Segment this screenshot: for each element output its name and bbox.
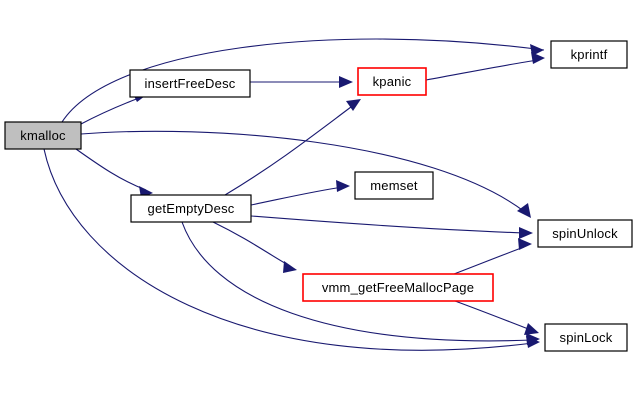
edge-line-kmalloc-to-getEmptyDesc	[75, 148, 147, 191]
node-label-kpanic: kpanic	[373, 74, 412, 89]
node-label-spinUnlock: spinUnlock	[552, 226, 618, 241]
node-box-kpanic[interactable]	[357, 67, 427, 96]
edge-vmmGetFreeMallocPage-spinUnlock	[453, 238, 532, 275]
edge-kpanic-kprintf	[425, 52, 545, 81]
edge-line-kpanic-to-kprintf	[425, 59, 539, 81]
edge-kmalloc-getEmptyDesc	[75, 148, 153, 198]
edge-line-getEmptyDesc-to-spinLock	[181, 221, 534, 342]
edge-line-vmm_getFreeMallocPage-to-spinUnlock	[453, 246, 525, 275]
edge-getEmptyDesc-kpanic	[224, 99, 361, 196]
node-spinLock[interactable]: spinLock	[544, 323, 628, 352]
node-label-memset: memset	[370, 178, 418, 193]
node-box-kmalloc[interactable]	[4, 121, 82, 150]
node-kprintf[interactable]: kprintf	[550, 40, 628, 69]
node-kmalloc[interactable]: kmalloc	[4, 121, 82, 150]
edge-getEmptyDesc-vmmGetFreeMallocPage	[212, 221, 297, 273]
node-box-spinLock[interactable]	[544, 323, 628, 352]
node-box-insertFreeDesc[interactable]	[129, 69, 251, 98]
edge-line-kmalloc-to-kprintf	[61, 38, 545, 123]
edge-insertFreeDesc-kpanic	[250, 76, 353, 88]
edge-line-getEmptyDesc-to-memset	[250, 186, 344, 206]
node-box-kprintf[interactable]	[550, 40, 628, 69]
node-getEmptyDesc[interactable]: getEmptyDesc	[130, 194, 252, 223]
edge-kmalloc-spinUnlock	[80, 130, 531, 218]
arrowhead-icon-getEmptyDesc-to-spinLock	[526, 333, 540, 345]
edge-getEmptyDesc-memset	[250, 180, 350, 206]
edge-vmmGetFreeMallocPage-spinLock	[454, 300, 539, 335]
node-label-kprintf: kprintf	[571, 47, 608, 62]
arrowhead-icon-getEmptyDesc-to-kpanic	[346, 99, 361, 111]
edge-line-getEmptyDesc-to-kpanic	[224, 103, 356, 196]
node-insertFreeDesc[interactable]: insertFreeDesc	[129, 69, 251, 98]
node-box-getEmptyDesc[interactable]	[130, 194, 252, 223]
node-label-spinLock: spinLock	[560, 330, 613, 345]
edge-line-kmalloc-to-insertFreeDesc	[80, 97, 140, 125]
edge-line-getEmptyDesc-to-vmm_getFreeMallocPage	[212, 221, 291, 267]
nodes-layer: kmalloc insertFreeDesc kpanic kprintf getEmp…	[4, 40, 633, 352]
node-box-memset[interactable]	[354, 171, 434, 200]
edge-getEmptyDesc-spinUnlock	[250, 215, 533, 239]
arrowhead-icon-insertFreeDesc-to-kpanic	[339, 76, 353, 88]
node-label-insertFreeDesc: insertFreeDesc	[145, 76, 236, 91]
node-label-getEmptyDesc: getEmptyDesc	[148, 201, 235, 216]
node-label-vmm_getFreeMallocPage: vmm_getFreeMallocPage	[322, 280, 474, 295]
arrowhead-icon-kmalloc-to-kprintf	[530, 44, 544, 56]
arrowhead-icon-getEmptyDesc-to-vmm_getFreeMallocPage	[283, 261, 297, 273]
node-box-vmm_getFreeMallocPage[interactable]	[302, 273, 494, 302]
edge-line-kmalloc-to-spinLock	[43, 148, 534, 351]
node-spinUnlock[interactable]: spinUnlock	[537, 219, 633, 248]
edge-line-getEmptyDesc-to-spinUnlock	[250, 215, 526, 234]
arrowhead-icon-kmalloc-to-spinUnlock	[517, 203, 531, 218]
node-vmm_getFreeMallocPage[interactable]: vmm_getFreeMallocPage	[302, 273, 494, 302]
node-box-spinUnlock[interactable]	[537, 219, 633, 248]
edges-layer	[43, 38, 545, 351]
edge-line-kmalloc-to-spinUnlock	[80, 130, 526, 213]
arrowhead-icon-vmm_getFreeMallocPage-to-spinLock	[524, 323, 539, 335]
arrowhead-icon-getEmptyDesc-to-memset	[336, 180, 350, 192]
arrowhead-icon-getEmptyDesc-to-spinUnlock	[519, 227, 533, 239]
edge-kmalloc-kprintf	[61, 38, 545, 123]
node-memset[interactable]: memset	[354, 171, 434, 200]
node-kpanic[interactable]: kpanic	[357, 67, 427, 96]
node-label-kmalloc: kmalloc	[20, 128, 66, 143]
arrowhead-icon-vmm_getFreeMallocPage-to-spinUnlock	[518, 238, 532, 250]
edge-line-vmm_getFreeMallocPage-to-spinLock	[454, 300, 532, 331]
arrowhead-icon-kpanic-to-kprintf	[531, 52, 545, 64]
edge-getEmptyDesc-spinLock	[181, 221, 540, 345]
